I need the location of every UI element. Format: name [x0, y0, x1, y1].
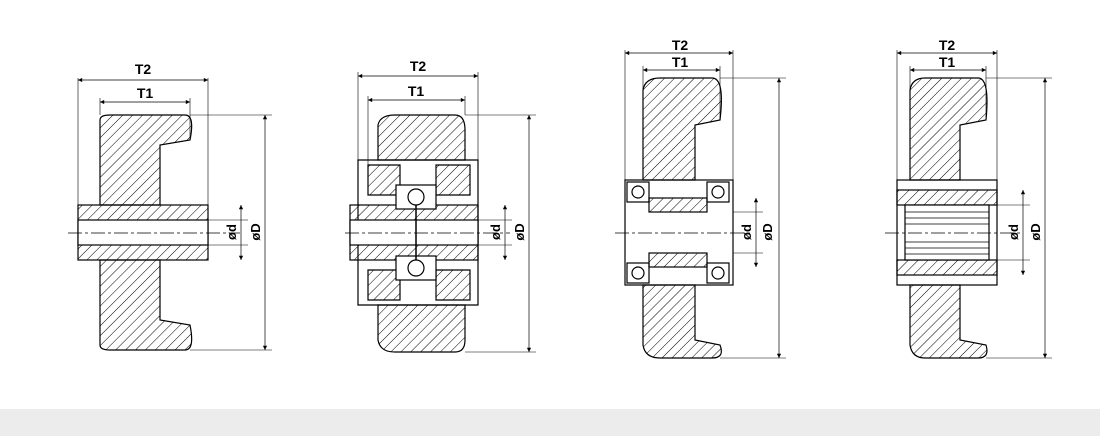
t1-label: T1	[939, 54, 956, 70]
bore-diameter-label: ød	[488, 224, 503, 240]
t1-label: T1	[672, 54, 689, 70]
outer-diameter-label: øD	[760, 223, 775, 240]
technical-drawing: T2 T1 ød øD	[68, 37, 1052, 359]
wheel-ball-bearing-housed	[345, 72, 536, 353]
outer-diameter-label: øD	[512, 223, 527, 240]
bore-diameter-label: ød	[1006, 224, 1021, 240]
bore-diameter-label: ød	[224, 224, 239, 240]
t2-label: T2	[135, 61, 152, 77]
bore-diameter-label: ød	[739, 224, 754, 240]
t2-label: T2	[672, 37, 689, 53]
footer-bar	[0, 409, 1100, 436]
outer-diameter-label: øD	[1028, 223, 1043, 240]
t2-label: T2	[410, 58, 427, 74]
wheel-plain-bore	[68, 77, 272, 351]
t1-label: T1	[137, 85, 154, 101]
wheel-roller-bearing	[885, 50, 1052, 359]
wheel-double-ball-bearing	[615, 50, 786, 359]
t2-label: T2	[939, 37, 956, 53]
outer-diameter-label: øD	[248, 223, 263, 240]
t1-label: T1	[408, 83, 425, 99]
